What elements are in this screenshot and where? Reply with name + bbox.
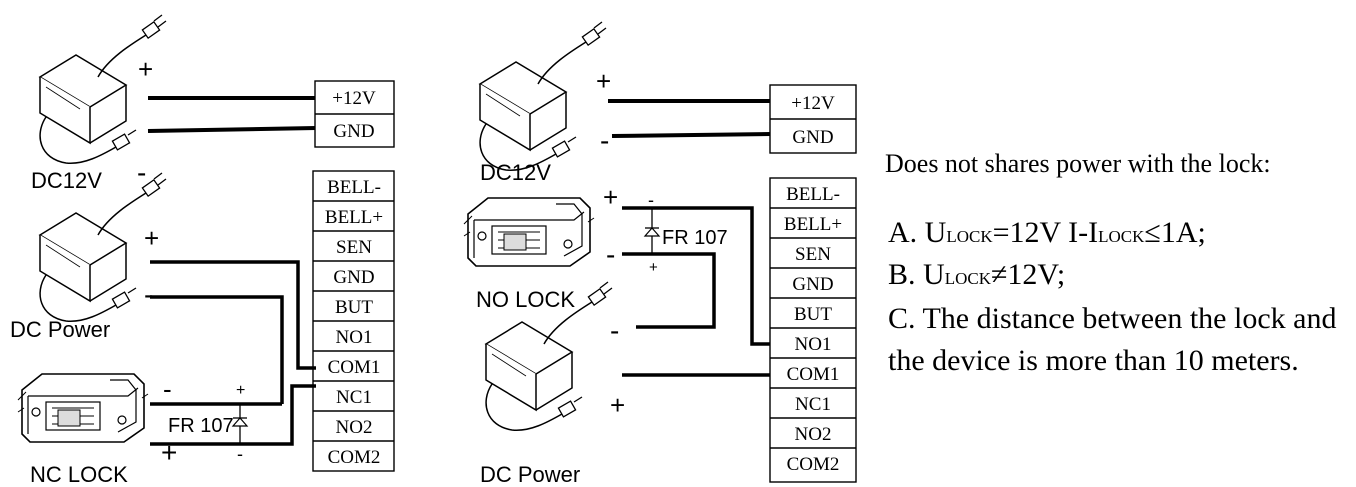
right-no-lock: + - NO LOCK — [463, 182, 618, 312]
right-terminal-but: BUT — [794, 304, 832, 325]
right-lock-plus: + — [603, 182, 618, 212]
note-a: A. ULOCK=12V I-ILOCK≤1A; — [888, 216, 1206, 249]
right-lock-wires — [622, 206, 771, 377]
left-terminal-no2: NO2 — [336, 417, 373, 438]
note-a-sub2: LOCK — [1098, 227, 1145, 246]
left-lock-label: NC LOCK — [30, 462, 128, 487]
right-top-plus-label: + — [596, 66, 611, 96]
left-bottom-wires — [150, 260, 316, 446]
left-terminal-gnd-top: GND — [333, 121, 374, 142]
left-terminal-but: BUT — [335, 297, 373, 318]
note-a-sub1: LOCK — [946, 227, 993, 246]
right-bottom-plus-label: + — [610, 390, 625, 420]
left-terminal-sen: SEN — [336, 237, 372, 258]
right-top-terminal-block: +12V GND — [769, 84, 857, 154]
right-lock-label: NO LOCK — [476, 287, 575, 312]
left-top-wires — [147, 96, 317, 133]
note-a-mid: =12V I-I — [993, 216, 1099, 249]
left-terminal-com1: COM1 — [328, 357, 381, 378]
left-bottom-minus-label: - — [144, 279, 153, 310]
right-terminal-nc1: NC1 — [795, 394, 831, 415]
right-terminal-no2: NO2 — [795, 424, 832, 445]
right-diode-label: FR 107 — [662, 227, 728, 249]
left-terminal-bell-minus: BELL- — [327, 177, 381, 198]
right-terminal-bell-minus: BELL- — [786, 184, 840, 205]
left-terminal-com2: COM2 — [328, 447, 381, 468]
note-c: C. The distance between the lock and — [888, 302, 1336, 335]
notes-block: Does not shares power with the lock: A. … — [885, 149, 1336, 377]
left-terminal-bell-plus: BELL+ — [325, 207, 383, 228]
right-diode-fr107: FR 107 - + — [643, 190, 728, 276]
right-terminal-12v: +12V — [791, 93, 835, 114]
right-terminal-no1: NO1 — [795, 334, 832, 355]
notes-heading: Does not shares power with the lock: — [885, 149, 1271, 178]
left-top-supply-label: DC12V — [31, 168, 102, 193]
left-lock-plus: + — [161, 437, 177, 468]
note-a-suffix: ≤1A; — [1144, 216, 1205, 249]
right-top-supply-label: DC12V — [480, 160, 551, 185]
note-a-prefix: A. U — [888, 216, 947, 249]
right-terminal-bell-plus: BELL+ — [784, 214, 842, 235]
right-bottom-minus-label: - — [610, 315, 619, 346]
right-lock-minus: - — [606, 239, 615, 270]
left-bottom-terminal-block: BELL- BELL+ SEN GND BUT NO1 COM1 NC1 NO2… — [312, 170, 395, 472]
right-terminal-gnd-top: GND — [792, 127, 833, 148]
left-diode-plus: + — [236, 382, 245, 399]
right-terminal-sen: SEN — [795, 244, 831, 265]
right-diode-plus: + — [649, 259, 658, 276]
right-top-minus-label: - — [600, 125, 609, 156]
left-diode-fr107: FR 107 + - — [168, 382, 249, 464]
right-bottom-supply-label: DC Power — [480, 462, 580, 487]
left-bottom-power-supply: + - DC Power — [10, 172, 167, 342]
left-nc-lock: - + NC LOCK — [17, 373, 177, 487]
right-terminal-gnd: GND — [792, 274, 833, 295]
right-terminal-com2: COM2 — [787, 454, 840, 475]
left-terminal-nc1: NC1 — [336, 387, 372, 408]
right-bottom-terminal-block: BELL- BELL+ SEN GND BUT NO1 COM1 NC1 NO2… — [769, 177, 857, 483]
left-top-power-supply: + - DC12V — [31, 14, 167, 193]
note-b-prefix: B. U — [888, 258, 945, 291]
left-terminal-no1: NO1 — [336, 327, 373, 348]
right-top-wires — [608, 99, 772, 138]
left-terminal-12v: +12V — [332, 88, 376, 109]
left-diode-label: FR 107 — [168, 415, 234, 437]
left-bottom-supply-label: DC Power — [10, 317, 110, 342]
left-terminal-gnd: GND — [333, 267, 374, 288]
note-d: the device is more than 10 meters. — [888, 344, 1299, 377]
left-lock-minus: - — [163, 374, 172, 404]
left-bottom-plus-label: + — [144, 223, 159, 253]
note-b-suffix: ≠12V; — [991, 258, 1065, 291]
left-top-terminal-block: +12V GND — [314, 80, 395, 148]
left-top-plus-label: + — [138, 54, 153, 84]
left-top-minus-label: - — [137, 157, 146, 188]
right-bottom-power-supply: - + DC Power — [480, 281, 625, 487]
left-diode-minus: - — [237, 444, 243, 464]
note-b-sub: LOCK — [945, 269, 992, 288]
right-diode-minus: - — [648, 190, 654, 210]
right-terminal-com1: COM1 — [787, 364, 840, 385]
right-top-power-supply: + - DC12V — [479, 21, 611, 185]
note-b: B. ULOCK≠12V; — [888, 258, 1065, 291]
